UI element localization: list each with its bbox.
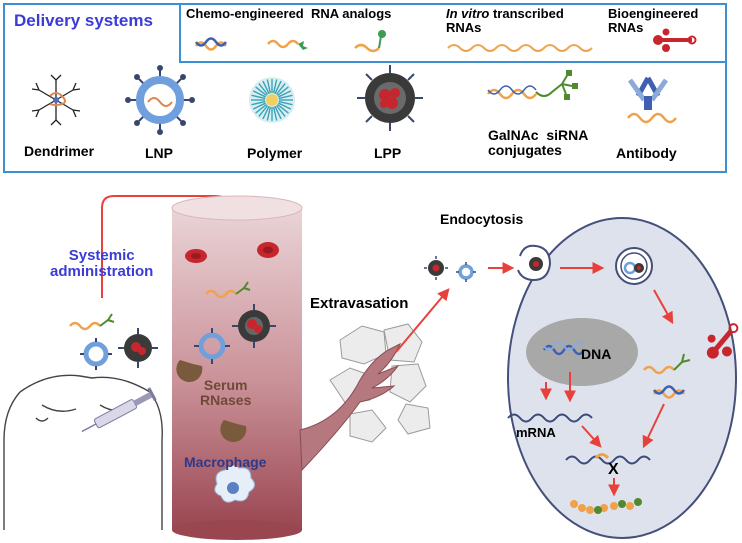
panel-title: Delivery systems bbox=[14, 11, 153, 30]
carrier-label-dendrimer: Dendrimer bbox=[24, 143, 95, 159]
ivt-italic: In vitro bbox=[446, 6, 490, 21]
polymer-chain bbox=[277, 103, 289, 114]
extravasation-arrow bbox=[395, 288, 450, 353]
carrier-label-lnp: LNP bbox=[145, 145, 173, 161]
degraded-rna-icon bbox=[570, 498, 642, 514]
galnac-conjugate-icon bbox=[487, 70, 578, 100]
galnac-conjugate-icon bbox=[643, 353, 691, 375]
polymer-chain bbox=[252, 90, 267, 98]
bio-line2: RNAs bbox=[608, 19, 644, 35]
polymer-chain bbox=[251, 100, 266, 106]
polymer-chain bbox=[277, 90, 292, 98]
lpp-icon bbox=[424, 256, 448, 280]
dna-icon bbox=[542, 341, 586, 356]
galnac-conjugate-icon bbox=[69, 313, 115, 331]
bioengineered-label: Bioengineered RNAs bbox=[608, 7, 698, 34]
polymer-chain bbox=[266, 79, 272, 94]
polymer-chain bbox=[278, 100, 293, 106]
galnac-line2: conjugates bbox=[488, 141, 562, 158]
macrophage-label: Macrophage bbox=[184, 454, 267, 470]
macrophage-icon bbox=[214, 464, 255, 503]
target-cell bbox=[507, 217, 737, 539]
galnac-line1: GalNAc siRNA bbox=[488, 127, 589, 143]
carrier-label-polymer: Polymer bbox=[247, 145, 303, 161]
ivt-line2: RNAs bbox=[446, 19, 482, 35]
ivt-rna-label: In vitro transcribed RNAs bbox=[446, 7, 564, 34]
rnase-icon bbox=[176, 360, 247, 443]
bioengineered-rna-icon bbox=[706, 323, 739, 359]
polymer-chain bbox=[266, 106, 272, 121]
polymer-chain bbox=[262, 80, 270, 95]
red-blood-cell-icon bbox=[185, 242, 279, 263]
carrier-label-lpp: LPP bbox=[374, 145, 402, 161]
polymer-chain bbox=[258, 105, 269, 117]
polymer-chain bbox=[255, 86, 267, 97]
polymer-chain bbox=[255, 103, 267, 114]
polymer-chain bbox=[277, 86, 289, 97]
polymer-chain bbox=[275, 105, 286, 117]
serum-rnases-label: Serum RNases bbox=[200, 378, 251, 407]
polymer-chain bbox=[251, 94, 266, 100]
lnp-icon bbox=[125, 65, 195, 135]
polymer-chain bbox=[274, 105, 282, 120]
lpp-icon bbox=[118, 328, 158, 368]
mrna-strand bbox=[507, 413, 593, 423]
lnp-icon bbox=[80, 338, 112, 370]
polymer-chain bbox=[258, 83, 269, 95]
rna-types-box bbox=[179, 3, 727, 63]
mrna-strand bbox=[565, 453, 651, 465]
endosome-icon bbox=[615, 247, 653, 285]
polymer-chain bbox=[277, 102, 292, 110]
polymer-chain bbox=[272, 79, 278, 94]
lpp-icon bbox=[357, 65, 423, 131]
polymer-chain bbox=[252, 102, 267, 110]
systemic-line2: administration bbox=[50, 262, 154, 280]
polymer-chain bbox=[272, 106, 278, 121]
polymer-icon bbox=[249, 77, 295, 123]
double-strand-rna-icon bbox=[652, 385, 686, 399]
lpp-icon bbox=[232, 304, 276, 348]
carrier-label-galnac: GalNAc siRNA conjugates bbox=[488, 128, 588, 157]
polymer-chain bbox=[262, 105, 270, 120]
modified-rna-icon bbox=[267, 39, 308, 50]
bio-line1: Bioengineered bbox=[608, 6, 699, 21]
release-arrow bbox=[653, 289, 674, 325]
polymer-chain bbox=[274, 80, 282, 95]
carrier-label-antibody: Antibody bbox=[616, 145, 677, 161]
serum-line1: Serum bbox=[203, 377, 248, 393]
dna-label: DNA bbox=[581, 346, 612, 362]
lnp-icon bbox=[194, 328, 230, 364]
translation-block-mark: X bbox=[608, 461, 619, 478]
systemic-line1: Systemic bbox=[68, 247, 135, 264]
rna-binding-arrow bbox=[642, 403, 665, 449]
systemic-administration-label: Systemic administration bbox=[50, 248, 153, 280]
bioengineered-rna-icon bbox=[653, 28, 697, 52]
extravasation-path bbox=[299, 342, 402, 472]
ivt-rest: transcribed bbox=[489, 6, 564, 21]
serum-line2: RNases bbox=[200, 391, 252, 408]
extravasation-label: Extravasation bbox=[310, 295, 409, 312]
syringe-icon bbox=[81, 387, 157, 433]
dendrimer-icon bbox=[31, 74, 81, 126]
lnp-icon bbox=[456, 262, 476, 282]
polymer-chain bbox=[275, 83, 286, 95]
mrna-down-arrow bbox=[581, 425, 602, 448]
ivt-rna-icon bbox=[447, 44, 593, 52]
mrna-label: mRNA bbox=[516, 425, 556, 440]
aptamer-rna-icon bbox=[354, 30, 386, 53]
double-strand-rna-icon bbox=[194, 37, 228, 51]
polymer-chain bbox=[278, 94, 293, 100]
chemo-engineered-label: Chemo-engineered RNA analogs bbox=[186, 6, 392, 21]
endosome-icon bbox=[517, 244, 552, 282]
endocytosis-label: Endocytosis bbox=[440, 211, 524, 227]
galnac-conjugate-icon bbox=[205, 281, 251, 299]
antibody-icon bbox=[627, 76, 677, 124]
